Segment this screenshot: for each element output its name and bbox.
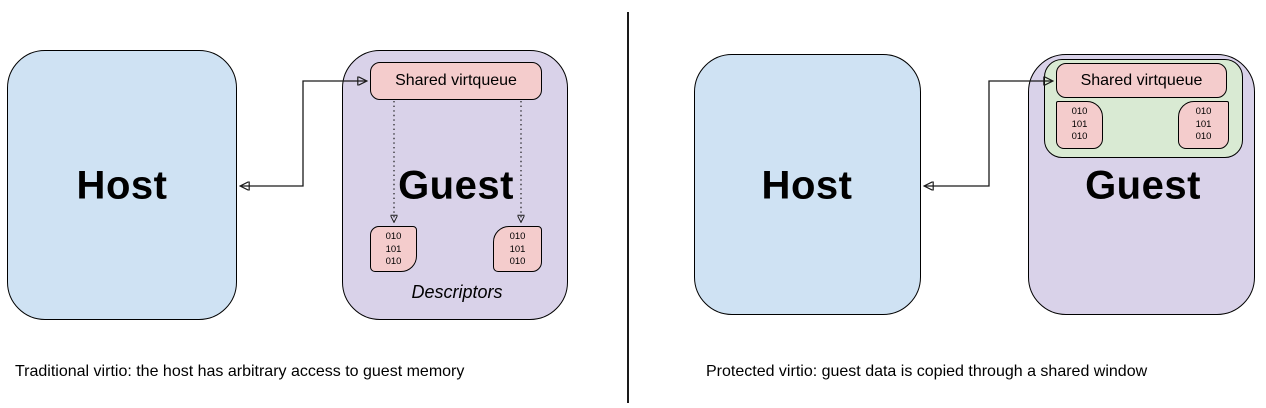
protected-host-label: Host: [761, 163, 853, 208]
descriptor-bits-line: 101: [385, 243, 402, 255]
descriptor-bits-line: 101: [1195, 118, 1212, 130]
descriptor-bits-line: 010: [1195, 106, 1212, 117]
traditional-host-box: [7, 50, 237, 320]
descriptor-bits-line: 101: [1071, 118, 1088, 130]
descriptor-bits-line: 101: [509, 243, 526, 255]
protected-caption: Protected virtio: guest data is copied t…: [706, 363, 1148, 380]
descriptor-bits-line: 010: [385, 231, 402, 242]
protected-guest-label: Guest: [1085, 163, 1201, 208]
descriptor-bits-line: 010: [509, 231, 526, 242]
descriptor-bits-line: 010: [1071, 106, 1088, 117]
traditional-shared-virtqueue-box: Shared virtqueue: [370, 62, 542, 100]
protected-shared-virtqueue-box: Shared virtqueue: [1056, 63, 1227, 98]
traditional-host-label: Host: [76, 163, 168, 208]
traditional-descriptor-box-right: 010 101 010: [493, 226, 542, 272]
descriptor-bits-line: 010: [509, 256, 526, 267]
protected-descriptor-box-right: 010 101 010: [1178, 101, 1229, 149]
descriptor-bits-line: 010: [385, 256, 402, 267]
traditional-guest-label: Guest: [398, 163, 514, 208]
traditional-shared-virtqueue-label: Shared virtqueue: [395, 72, 517, 89]
traditional-descriptor-box-left: 010 101 010: [370, 226, 417, 272]
protected-host-box: [694, 54, 921, 315]
descriptors-label: Descriptors: [411, 282, 503, 302]
protected-shared-virtqueue-label: Shared virtqueue: [1080, 71, 1203, 89]
traditional-caption: Traditional virtio: the host has arbitra…: [15, 363, 465, 380]
descriptor-bits-line: 010: [1071, 131, 1088, 142]
panel-divider-line: [627, 12, 629, 403]
descriptor-bits-line: 010: [1195, 131, 1212, 142]
protected-descriptor-box-left: 010 101 010: [1056, 101, 1103, 149]
